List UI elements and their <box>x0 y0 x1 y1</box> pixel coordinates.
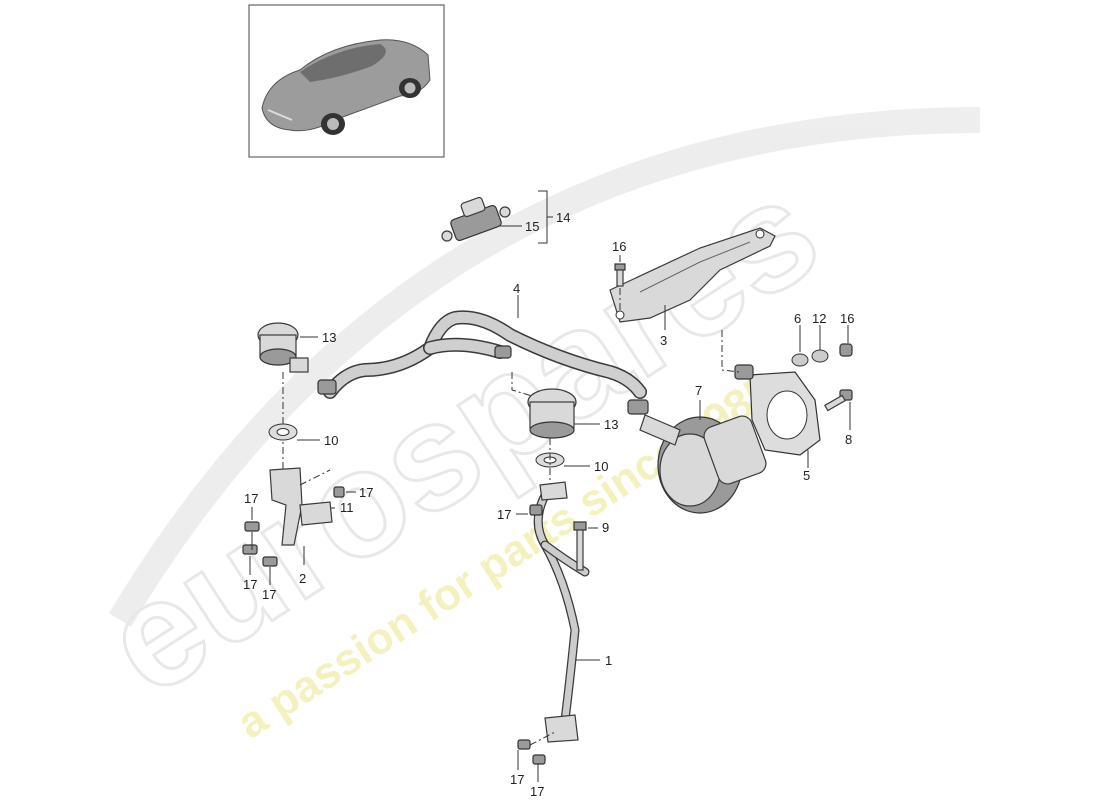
callout-17h: 17 <box>530 784 544 799</box>
car-thumbnail-icon <box>261 39 431 135</box>
callout-labels: 1 2 3 4 5 6 7 8 9 10 10 11 12 13 13 14 1… <box>243 210 854 799</box>
callout-7: 7 <box>695 383 702 398</box>
callout-5: 5 <box>803 468 810 483</box>
callout-17g: 17 <box>510 772 524 787</box>
callout-17d: 17 <box>262 587 276 602</box>
callout-16a: 16 <box>612 239 626 254</box>
callout-9: 9 <box>602 520 609 535</box>
part-1-pipe <box>533 481 590 743</box>
part-10-gasket-left <box>268 423 298 441</box>
callout-15: 15 <box>525 219 539 234</box>
callout-11: 11 <box>340 500 354 515</box>
part-13-valve-center <box>527 388 577 439</box>
callout-3: 3 <box>660 333 667 348</box>
callout-8: 8 <box>845 432 852 447</box>
bolt-17-set-center <box>517 504 546 765</box>
part-2-bracket <box>269 467 333 546</box>
part-4-hose <box>317 310 647 399</box>
part-7-pump <box>627 399 767 514</box>
part-3-bracket <box>609 227 776 323</box>
callout-17b: 17 <box>359 485 373 500</box>
watermark-swoosh <box>108 107 981 627</box>
dash-5 <box>721 330 741 373</box>
bracket-14 <box>538 190 553 244</box>
callout-17a: 17 <box>244 491 258 506</box>
part-13-valve-left <box>257 322 309 373</box>
callout-2: 2 <box>299 571 306 586</box>
callout-12: 12 <box>812 311 826 326</box>
bolt-17-set-left <box>242 486 345 567</box>
car-thumbnail <box>248 4 445 158</box>
dash-13b <box>511 372 533 397</box>
bolt-8 <box>824 389 853 412</box>
dash-17b <box>299 469 331 486</box>
dash-17g <box>529 731 556 746</box>
callout-16b: 16 <box>840 311 854 326</box>
part-5-flange <box>734 364 821 456</box>
callout-4: 4 <box>513 281 520 296</box>
bolt-9 <box>573 521 587 571</box>
callout-13b: 13 <box>604 417 618 432</box>
callout-10a: 10 <box>324 433 338 448</box>
washers-6-12-16 <box>791 343 853 367</box>
callout-6: 6 <box>794 311 801 326</box>
callout-17e: 17 <box>497 507 511 522</box>
callout-14: 14 <box>556 210 570 225</box>
part-15-valve <box>441 196 511 242</box>
callout-17c: 17 <box>243 577 257 592</box>
callout-10b: 10 <box>594 459 608 474</box>
callout-13a: 13 <box>322 330 336 345</box>
bolt-16 <box>614 263 626 287</box>
callout-1: 1 <box>605 653 612 668</box>
